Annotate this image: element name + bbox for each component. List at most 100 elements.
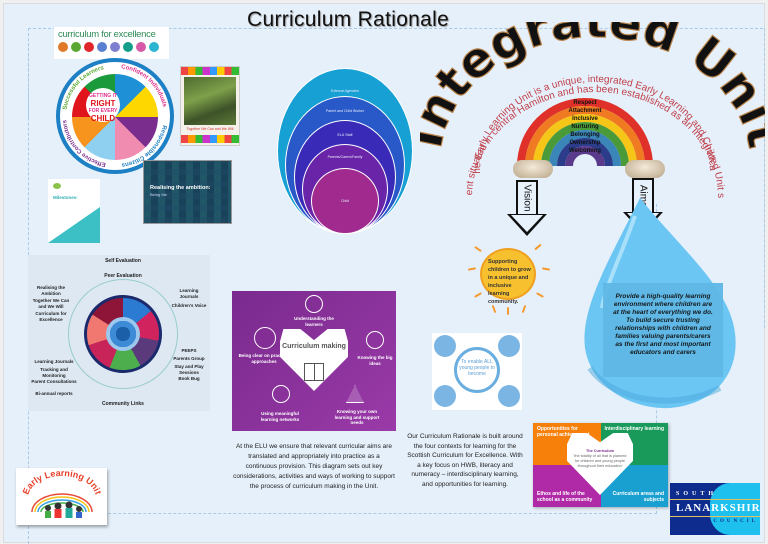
- logo-text: COUNCIL: [713, 519, 758, 524]
- capacities-center-text: To enable ALL young people to become: [459, 359, 495, 377]
- children-tree-photo: [184, 77, 236, 125]
- context-personal-achievement: Opportunities for personal achievement: [533, 423, 601, 465]
- document-title: Milestones:: [53, 195, 78, 200]
- layer-label: Parents/Carers/Family: [327, 155, 363, 159]
- label-practical-approaches: Being clear on practical approaches: [238, 353, 290, 364]
- capacities-ring: [454, 347, 500, 393]
- girfec-line: GETTING IT: [88, 93, 118, 99]
- successful-learners-icon: [434, 335, 456, 357]
- label-left-bottom: Tracking and Monitoring: [40, 367, 68, 378]
- dot-icon: [149, 42, 159, 52]
- vision-arrow: Vision: [516, 180, 538, 216]
- label-own-learning: Knowing your own learning and support ne…: [334, 409, 380, 425]
- milestones-document: Milestones:: [48, 179, 100, 243]
- label-left-bottom: Parent Consultations: [31, 379, 77, 384]
- label-right-bottom: Stay and Play Sessions: [174, 364, 204, 375]
- network-icon: [272, 385, 290, 403]
- wheel-core: [106, 317, 140, 351]
- layer-label: ELU Staff: [337, 133, 353, 137]
- logo-wave: [710, 483, 760, 535]
- nested-circles-diagram: External Agencies Parent and Child Worke…: [275, 68, 415, 234]
- document-title: Realising the ambition:: [150, 185, 211, 191]
- effective-contributors-icon: [498, 385, 520, 407]
- four-capacities-diagram: To enable ALL young people to become: [432, 333, 522, 410]
- dot-icon: [123, 42, 133, 52]
- cloud-icon: [625, 160, 665, 178]
- vision-text: Supporting children to grow in a unique …: [488, 259, 531, 305]
- dot-icon: [136, 42, 146, 52]
- label-community-links: Community Links: [102, 401, 144, 407]
- compass-icon: [254, 327, 276, 349]
- down-arrow-icon: [507, 214, 547, 236]
- label-understanding-learners: Understanding the learners: [294, 316, 334, 327]
- cloud-icon: [513, 160, 553, 178]
- cfe-logo-text: curriculum for excellence: [58, 29, 156, 40]
- early-learning-unit-logo: Early Learning Unit: [16, 468, 107, 525]
- girfec-outer-labels: Successful Learners Confident Individual…: [62, 64, 168, 167]
- together-we-can-document: Together We Can and We Will: [180, 66, 240, 146]
- svg-text:Nurturing: Nurturing: [571, 124, 599, 130]
- label-right-bottom: Book Bug: [178, 376, 200, 381]
- girfec-line: FOR EVERY: [88, 108, 118, 114]
- heart-text: 'the totality of all that is planned for…: [573, 454, 627, 468]
- svg-text:Attachment: Attachment: [568, 108, 601, 114]
- logo-icon: [53, 183, 61, 189]
- aims-text: Provide a high-quality learning environm…: [613, 293, 713, 356]
- dot-icon: [97, 42, 107, 52]
- cfe-dots: [58, 42, 165, 52]
- lightbulb-icon: [366, 331, 384, 349]
- logo-rule: [670, 499, 760, 500]
- curriculum-making-description: At the ELU we ensure that relevant curri…: [233, 443, 395, 490]
- dot-icon: [110, 42, 120, 52]
- svg-text:Belonging: Belonging: [570, 132, 600, 138]
- cfe-logo: curriculum for excellence: [54, 27, 169, 59]
- svg-text:Effective Contributors: Effective Contributors: [62, 119, 106, 167]
- dot-icon: [84, 42, 94, 52]
- label-right-bottom: Parents Group: [173, 356, 205, 361]
- girfec-line: RIGHT: [90, 99, 116, 108]
- confident-individuals-icon: [498, 335, 520, 357]
- layout-guide: [764, 28, 765, 328]
- label-left-top: Together We Can and We Will: [32, 298, 70, 309]
- svg-text:Welcoming: Welcoming: [569, 148, 601, 154]
- svg-text:Early Learning Unit: Early Learning Unit: [21, 468, 104, 496]
- responsible-citizens-icon: [434, 385, 456, 407]
- self-evaluation-diagram: Self Evaluation Peer Evaluation Realisin…: [28, 255, 210, 411]
- label-left-top: Curriculum for Excellence: [35, 311, 67, 322]
- layout-guide: [28, 513, 657, 514]
- svg-text:Ownership: Ownership: [569, 140, 600, 146]
- layer-child: Child: [311, 168, 379, 234]
- svg-text:Respect: Respect: [573, 100, 596, 106]
- vision-label: Vision: [521, 184, 533, 212]
- dot-icon: [71, 42, 81, 52]
- realising-ambition-document: Realising the ambition: Being Me: [143, 160, 232, 224]
- values-rainbow: Respect Attachment Inclusive Nurturing B…: [517, 98, 653, 166]
- svg-text:Inclusive: Inclusive: [572, 116, 598, 122]
- context-curriculum-areas: Curriculum areas and subjects: [600, 465, 668, 507]
- curriculum-definition: The Curriculum 'the totality of all that…: [573, 449, 627, 469]
- layer-label: External Agencies: [330, 89, 360, 93]
- vision-sun: Supporting children to grow in a unique …: [480, 248, 536, 305]
- logo-text: SOUTH: [676, 491, 718, 497]
- elu-logo-art: Early Learning Unit: [21, 468, 104, 518]
- girfec-wheel: GETTING IT RIGHT FOR EVERY CHILD Success…: [56, 58, 174, 174]
- document-caption: Together We Can and We Will: [186, 127, 234, 131]
- heart-title: The Curriculum: [585, 449, 615, 453]
- label-right-top: Learning Journals: [179, 288, 199, 299]
- four-contexts-diagram: Opportunities for personal achievement I…: [533, 423, 668, 507]
- aims-box: Provide a high-quality learning environm…: [603, 283, 723, 377]
- network-triangle-icon: [346, 385, 364, 403]
- evaluation-cycle-ring: [68, 279, 178, 389]
- svg-text:Confident Individuals: Confident Individuals: [121, 64, 168, 108]
- handprints-strip: [181, 135, 239, 143]
- label-left-top: Realising the Ambition: [36, 285, 65, 296]
- layer-label: Child: [341, 199, 349, 203]
- label-left-bottom: Learning Journals: [34, 359, 74, 364]
- page-title: Curriculum Rationale: [247, 8, 450, 31]
- svg-text:Successful Learners: Successful Learners: [62, 65, 105, 110]
- school-improvement-wheel: [84, 295, 162, 373]
- label-right-bottom: PEEPS: [181, 348, 197, 353]
- decorative-triangle: [48, 207, 100, 243]
- south-lanarkshire-logo: SOUTH LANARKSHIRE COUNCIL: [670, 483, 760, 535]
- curriculum-making-title: Curriculum making: [282, 343, 346, 350]
